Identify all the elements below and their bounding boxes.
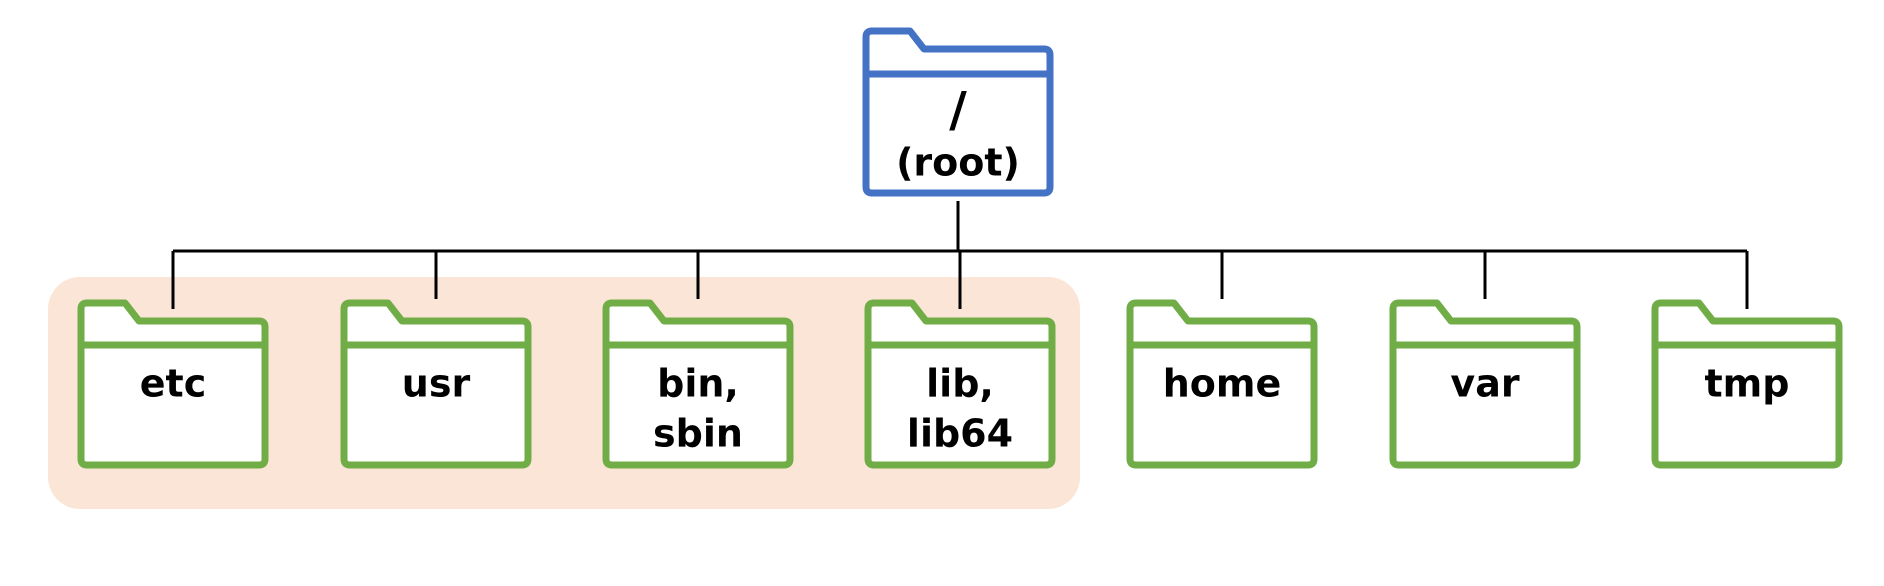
child-folders: etc usr bin, sbin lib, lib64 home var tmp: [77, 299, 1843, 469]
folder-label-line1: tmp: [1705, 362, 1790, 406]
folder-label-line1: lib,: [926, 362, 994, 406]
folder-label-line1: home: [1163, 362, 1282, 406]
root-label-line2: (root): [896, 141, 1020, 185]
folder-bin: bin, sbin: [602, 299, 794, 469]
folder-home: home: [1126, 299, 1318, 469]
folder-label-line2: sbin: [653, 412, 743, 456]
folder-label-line1: usr: [402, 362, 471, 406]
highlight-group-background: [48, 277, 1080, 509]
folder-label-line1: var: [1450, 362, 1519, 406]
tree-connectors: [171, 201, 1749, 309]
folder-label-line2: lib64: [907, 412, 1013, 456]
folder-tmp: tmp: [1651, 299, 1843, 469]
folder-label-line1: bin,: [657, 362, 739, 406]
folder-label-line1: etc: [140, 362, 206, 406]
folder-etc: etc: [77, 299, 269, 469]
root-folder: / (root): [862, 27, 1054, 197]
folder-lib: lib, lib64: [864, 299, 1056, 469]
folder-usr: usr: [340, 299, 532, 469]
folder-var: var: [1389, 299, 1581, 469]
root-label-line1: /: [949, 82, 967, 138]
